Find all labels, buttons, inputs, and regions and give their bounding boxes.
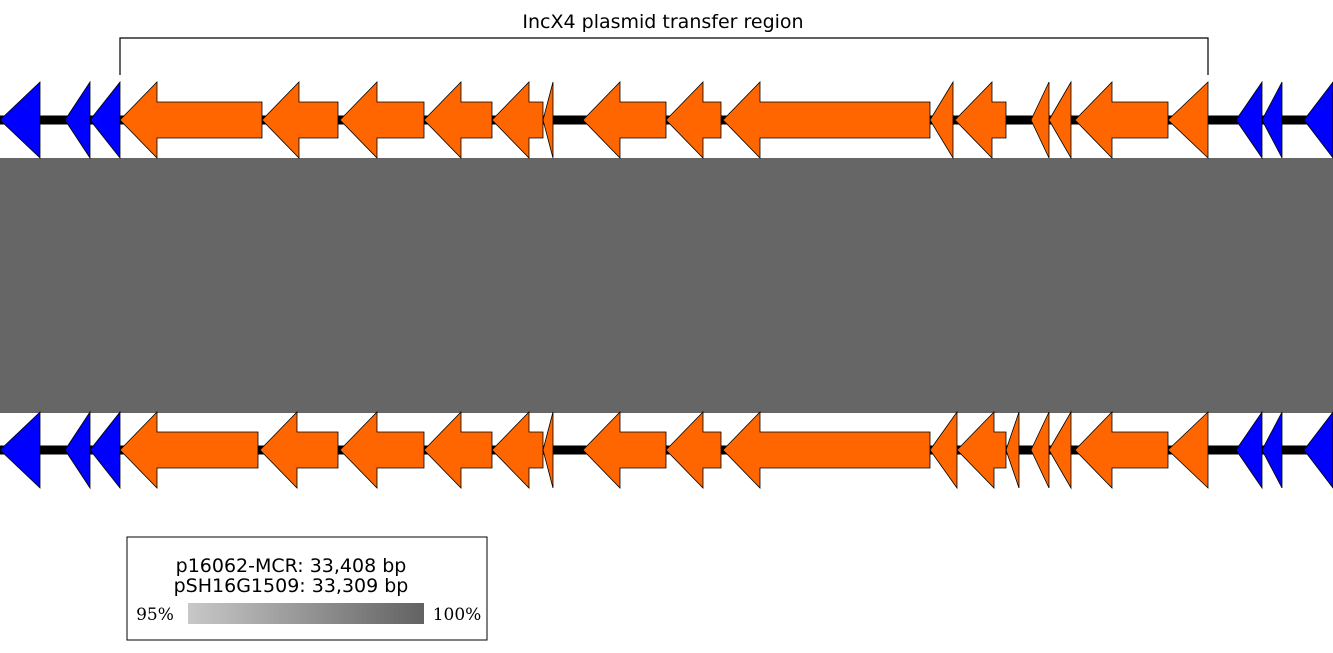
transfer-gene-arrow-2-16 <box>1030 411 1050 489</box>
gene-arrow-1-21 <box>1303 81 1333 159</box>
gene-arrow-2-3 <box>89 410 121 490</box>
gene-arrow-1-1 <box>0 81 41 159</box>
transfer-gene-arrow-1-4 <box>119 81 263 159</box>
transfer-gene-arrow-2-12 <box>722 411 931 489</box>
transfer-gene-arrow-2-15 <box>1005 411 1020 489</box>
plasmid-track-p16062-MCR <box>0 80 1333 160</box>
transfer-gene-arrow-1-12 <box>722 81 931 159</box>
legend-min-label: 95% <box>136 605 174 625</box>
gene-arrow-2-20 <box>1235 410 1263 490</box>
legend-plasmid-1-length: p16062-MCR: 33,408 bp <box>176 555 407 577</box>
gene-arrow-1-19 <box>1235 80 1263 160</box>
transfer-gene-arrow-2-9 <box>542 411 554 489</box>
gene-arrow-1-2 <box>64 80 91 160</box>
gene-arrow-1-20 <box>1261 81 1283 159</box>
transfer-gene-arrow-1-10 <box>582 81 667 159</box>
transfer-gene-arrow-1-9 <box>542 81 554 159</box>
homology-block <box>0 158 1333 413</box>
transfer-gene-arrow-1-7 <box>423 81 493 159</box>
transfer-gene-arrow-2-11 <box>665 411 722 489</box>
transfer-gene-arrow-1-14 <box>954 81 1007 159</box>
transfer-gene-arrow-2-19 <box>1167 411 1209 489</box>
transfer-gene-arrow-2-5 <box>259 411 339 489</box>
transfer-gene-arrow-2-10 <box>582 411 667 489</box>
transfer-gene-arrow-2-17 <box>1048 410 1072 490</box>
gene-arrow-2-21 <box>1261 411 1283 489</box>
transfer-gene-arrow-1-18 <box>1167 81 1209 159</box>
transfer-gene-arrow-1-8 <box>491 81 544 159</box>
gene-arrow-1-3 <box>89 80 121 160</box>
transfer-gene-arrow-1-16 <box>1048 80 1072 160</box>
transfer-gene-arrow-1-6 <box>339 81 425 159</box>
gene-arrow-2-1 <box>0 411 41 489</box>
gene-arrow-2-2 <box>64 410 91 490</box>
transfer-gene-arrow-2-4 <box>119 411 259 489</box>
plasmid-track-pSH16G1509 <box>0 410 1333 490</box>
transfer-gene-arrow-1-5 <box>261 81 339 159</box>
legend-plasmid-2-length: pSH16G1509: 33,309 bp <box>174 575 409 597</box>
region-label: IncX4 plasmid transfer region <box>522 11 803 33</box>
identity-gradient-bar <box>188 603 424 624</box>
transfer-gene-arrow-1-13 <box>929 80 954 160</box>
legend: p16062-MCR: 33,408 bp pSH16G1509: 33,309… <box>126 536 488 641</box>
gene-arrow-2-22 <box>1303 411 1333 489</box>
transfer-gene-arrow-2-8 <box>491 411 544 489</box>
transfer-gene-arrow-2-14 <box>956 411 1007 489</box>
transfer-region-annotation: IncX4 plasmid transfer region <box>119 11 1209 75</box>
transfer-gene-arrow-2-13 <box>929 410 958 490</box>
transfer-gene-arrow-2-6 <box>339 411 425 489</box>
transfer-gene-arrow-2-18 <box>1074 411 1169 489</box>
transfer-gene-arrow-2-7 <box>423 411 493 489</box>
legend-max-label: 100% <box>433 605 482 625</box>
transfer-gene-arrow-1-15 <box>1030 81 1050 159</box>
region-bracket <box>119 37 1209 75</box>
transfer-gene-arrow-1-11 <box>665 81 722 159</box>
transfer-gene-arrow-1-17 <box>1074 81 1169 159</box>
